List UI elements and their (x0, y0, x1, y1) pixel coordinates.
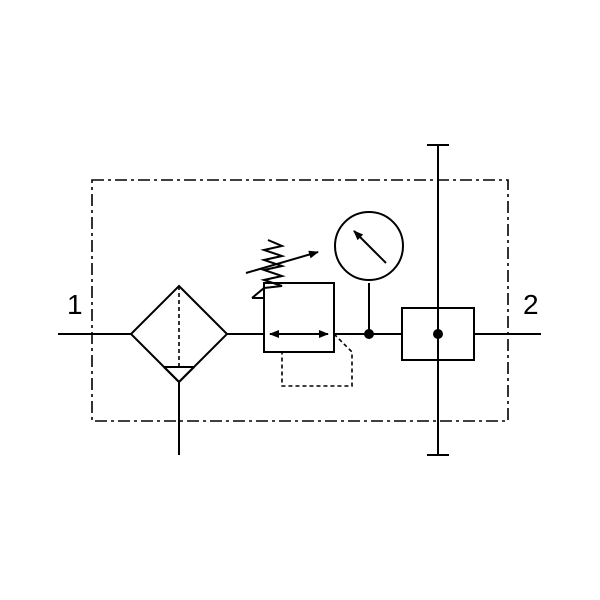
distribution-block-symbol (401, 144, 475, 456)
manifold-junction-dot (433, 329, 443, 339)
spring-zigzag (260, 239, 286, 289)
outlet-port-label: 2 (523, 289, 539, 320)
adjustment-arrow (245, 250, 319, 274)
inlet-port-label: 1 (67, 289, 83, 320)
filter-symbol (129, 284, 229, 455)
gauge-needle (353, 230, 387, 264)
regulator-spring (251, 283, 265, 299)
pilot-line (281, 333, 353, 387)
pressure-regulator-symbol (245, 239, 353, 387)
pressure-gauge-symbol (334, 211, 404, 339)
unit-enclosure (91, 179, 509, 422)
gauge-junction-dot (364, 329, 374, 339)
